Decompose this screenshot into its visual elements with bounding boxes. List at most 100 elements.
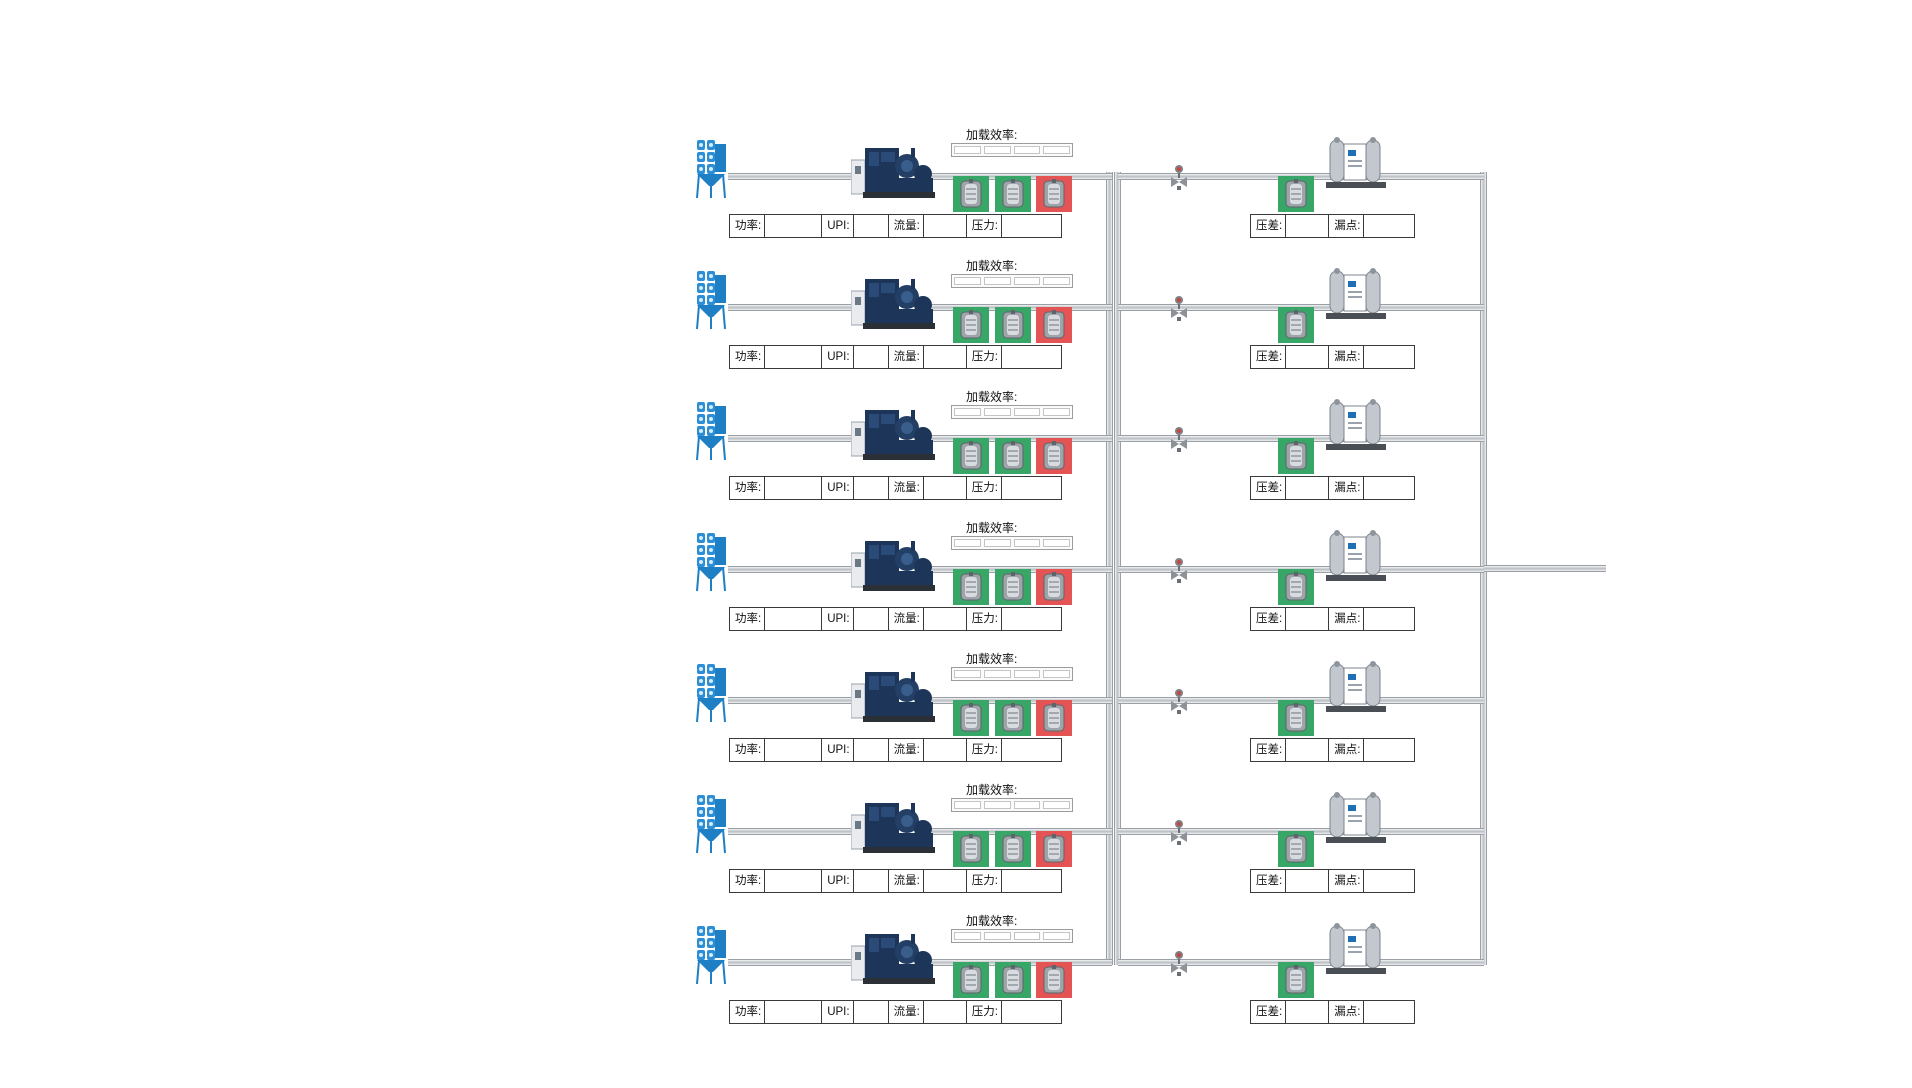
efficiency-segment bbox=[983, 670, 1011, 678]
filter-element-tile[interactable] bbox=[953, 176, 989, 212]
filter-element-tile[interactable] bbox=[953, 307, 989, 343]
filter-element-tile[interactable] bbox=[995, 176, 1031, 212]
filter-element-tile[interactable] bbox=[953, 438, 989, 474]
dryer-status-tile[interactable] bbox=[1278, 569, 1314, 605]
dryer-readout: 压差: 漏点: bbox=[1250, 476, 1415, 500]
efficiency-segment bbox=[983, 408, 1011, 416]
dryer-readout: 压差: 漏点: bbox=[1250, 607, 1415, 631]
efficiency-segment bbox=[954, 670, 981, 678]
valve-icon[interactable] bbox=[1170, 164, 1188, 190]
valve-icon[interactable] bbox=[1170, 426, 1188, 452]
dust-collector-icon[interactable] bbox=[695, 531, 727, 593]
filter-element-tile[interactable] bbox=[953, 831, 989, 867]
dust-collector-icon[interactable] bbox=[695, 138, 727, 200]
filter-element-icon bbox=[960, 703, 982, 732]
efficiency-segment bbox=[983, 539, 1011, 547]
filter-element-tile[interactable] bbox=[1036, 962, 1072, 998]
compressor-unit: 加载效率: bbox=[0, 650, 1912, 782]
filter-element-tile[interactable] bbox=[1036, 700, 1072, 736]
filter-element-tile[interactable] bbox=[995, 307, 1031, 343]
filter-element-tile[interactable] bbox=[1036, 438, 1072, 474]
filter-element-tile[interactable] bbox=[995, 962, 1031, 998]
air-compressor-icon[interactable] bbox=[850, 537, 935, 593]
air-compressor-icon[interactable] bbox=[850, 406, 935, 462]
air-dryer-icon[interactable] bbox=[1326, 529, 1386, 583]
upi-value bbox=[852, 608, 889, 630]
filter-element-tile[interactable] bbox=[1036, 831, 1072, 867]
air-compressor-icon[interactable] bbox=[850, 799, 935, 855]
efficiency-segment bbox=[1043, 146, 1070, 154]
power-value bbox=[764, 477, 823, 499]
filter-element-tile[interactable] bbox=[953, 569, 989, 605]
air-compressor-icon[interactable] bbox=[850, 668, 935, 724]
air-compressor-icon[interactable] bbox=[850, 275, 935, 331]
load-efficiency-label: 加载效率: bbox=[966, 521, 1018, 535]
air-compressor-icon[interactable] bbox=[850, 930, 935, 986]
filter-element-tile[interactable] bbox=[995, 700, 1031, 736]
filter-element-tile[interactable] bbox=[953, 700, 989, 736]
load-efficiency-label: 加载效率: bbox=[966, 783, 1018, 797]
efficiency-segment bbox=[954, 277, 981, 285]
dryer-status-tile[interactable] bbox=[1278, 962, 1314, 998]
efficiency-segment bbox=[1043, 932, 1070, 940]
air-dryer-icon[interactable] bbox=[1326, 660, 1386, 714]
dew-point-label: 漏点: bbox=[1334, 744, 1361, 756]
pressure-diff-value bbox=[1285, 608, 1330, 630]
pressure-value bbox=[1000, 346, 1045, 368]
compressor-readout: 功率: UPI: 流量: 压力: bbox=[729, 607, 1062, 631]
dryer-status-tile[interactable] bbox=[1278, 438, 1314, 474]
dryer-status-tile[interactable] bbox=[1278, 831, 1314, 867]
dew-point-label: 漏点: bbox=[1334, 1006, 1361, 1018]
efficiency-segment bbox=[954, 801, 981, 809]
valve-icon[interactable] bbox=[1170, 295, 1188, 321]
air-compressor-icon[interactable] bbox=[850, 144, 935, 200]
filter-element-icon bbox=[960, 572, 982, 601]
filter-element-tile[interactable] bbox=[995, 438, 1031, 474]
filter-element-tile[interactable] bbox=[995, 831, 1031, 867]
dust-collector-icon[interactable] bbox=[695, 662, 727, 724]
air-dryer-icon[interactable] bbox=[1326, 922, 1386, 976]
power-value bbox=[764, 739, 823, 761]
main-outlet-pipe bbox=[1484, 565, 1606, 572]
intake-pipe bbox=[728, 697, 856, 704]
air-dryer-icon[interactable] bbox=[1326, 267, 1386, 321]
dew-point-label: 漏点: bbox=[1334, 875, 1361, 887]
filter-element-tile[interactable] bbox=[1036, 307, 1072, 343]
dryer-status-tile[interactable] bbox=[1278, 700, 1314, 736]
dew-point-value bbox=[1363, 215, 1405, 237]
valve-icon[interactable] bbox=[1170, 950, 1188, 976]
dryer-status-tile[interactable] bbox=[1278, 307, 1314, 343]
dryer-status-tile[interactable] bbox=[1278, 176, 1314, 212]
filter-element-icon bbox=[1043, 441, 1065, 470]
filter-element-icon bbox=[1002, 441, 1024, 470]
load-efficiency-bar bbox=[951, 536, 1073, 550]
filter-element-icon bbox=[1043, 834, 1065, 863]
flow-value bbox=[922, 477, 967, 499]
air-dryer-icon[interactable] bbox=[1326, 398, 1386, 452]
filter-element-tile[interactable] bbox=[1036, 176, 1072, 212]
dew-point-value bbox=[1363, 1001, 1405, 1023]
upi-label: UPI: bbox=[827, 875, 850, 887]
flow-label: 流量: bbox=[893, 744, 920, 756]
flow-label: 流量: bbox=[893, 482, 920, 494]
dust-collector-icon[interactable] bbox=[695, 400, 727, 462]
valve-icon[interactable] bbox=[1170, 557, 1188, 583]
filter-element-tile[interactable] bbox=[995, 569, 1031, 605]
upi-label: UPI: bbox=[827, 744, 850, 756]
compressor-readout: 功率: UPI: 流量: 压力: bbox=[729, 214, 1062, 238]
dust-collector-icon[interactable] bbox=[695, 924, 727, 986]
dust-collector-icon[interactable] bbox=[695, 269, 727, 331]
dryer-readout: 压差: 漏点: bbox=[1250, 214, 1415, 238]
dust-collector-icon[interactable] bbox=[695, 793, 727, 855]
filter-element-tile[interactable] bbox=[1036, 569, 1072, 605]
filter-element-tile[interactable] bbox=[953, 962, 989, 998]
load-efficiency-bar bbox=[951, 274, 1073, 288]
valve-icon[interactable] bbox=[1170, 688, 1188, 714]
power-value bbox=[764, 215, 823, 237]
air-dryer-icon[interactable] bbox=[1326, 136, 1386, 190]
dew-point-value bbox=[1363, 346, 1405, 368]
upi-label: UPI: bbox=[827, 613, 850, 625]
air-dryer-icon[interactable] bbox=[1326, 791, 1386, 845]
valve-icon[interactable] bbox=[1170, 819, 1188, 845]
